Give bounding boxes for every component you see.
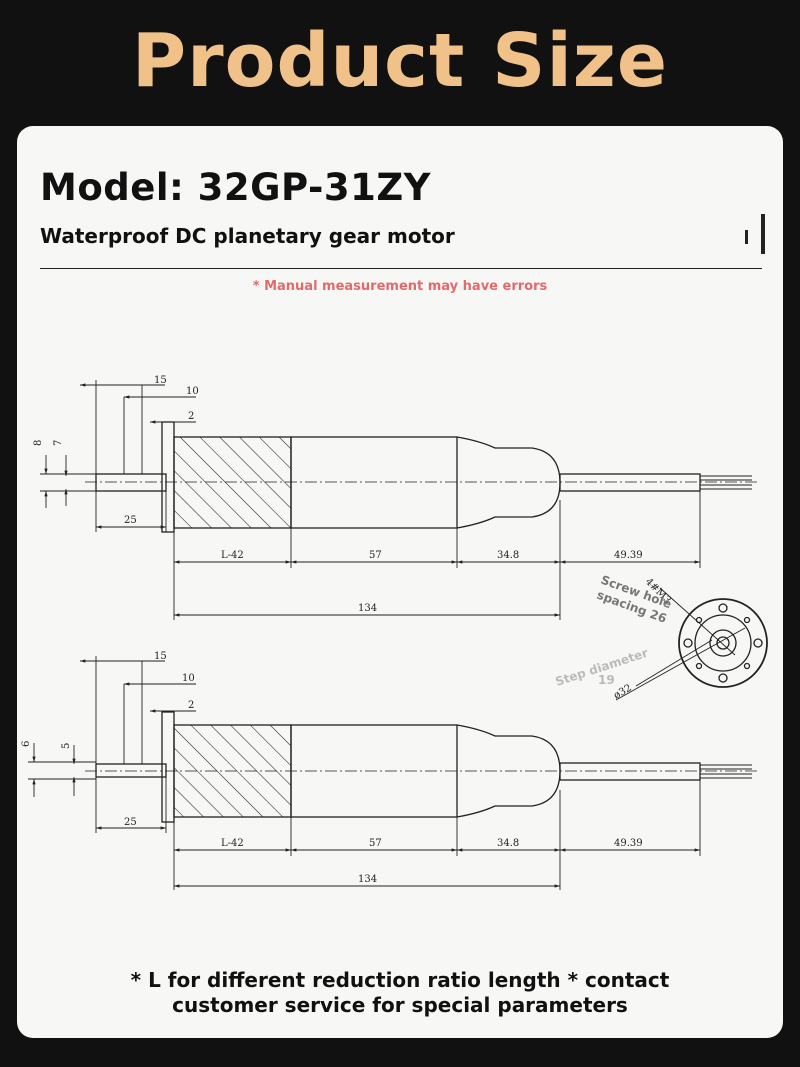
page-title: Product Size — [131, 18, 669, 104]
dim-label: 57 — [369, 838, 382, 849]
dim-label: 134 — [358, 603, 377, 614]
motor-body — [290, 436, 458, 529]
dim-label: 57 — [369, 550, 382, 561]
dim-label: 49.39 — [614, 550, 643, 561]
screw-hole — [753, 638, 763, 648]
dim-label: 15 — [154, 651, 167, 662]
measurement-note: * Manual measurement may have errors — [252, 279, 548, 294]
dim-label: L-42 — [221, 838, 244, 849]
dim-label: 34.8 — [497, 550, 519, 561]
dim-label: 6 — [21, 741, 32, 747]
end-view-labels: 4#M3 Screw hole spacing 26 Step diameter… — [554, 573, 674, 702]
output-shaft — [95, 473, 167, 492]
dim-label: 2 — [188, 411, 194, 422]
dim-label: 10 — [186, 386, 199, 397]
outer-diameter-label: ø32 — [612, 683, 634, 702]
output-shaft — [95, 763, 167, 778]
dim-label: 7 — [53, 440, 64, 446]
motor-end-view — [615, 587, 768, 701]
screw-hole — [718, 673, 728, 683]
mounting-flange — [161, 711, 175, 823]
screw-hole — [683, 638, 693, 648]
motor-side-view-bottom — [85, 711, 760, 823]
dim-label: 15 — [154, 375, 167, 386]
dim-label: L-42 — [221, 550, 244, 561]
motor-side-view-top — [85, 421, 760, 533]
dimensions-bottom — [28, 656, 701, 890]
dim-label: 8 — [33, 440, 44, 446]
model-title: Model: 32GP-31ZY — [40, 166, 431, 209]
product-subtitle: Waterproof DC planetary gear motor — [40, 224, 455, 248]
mounting-flange — [161, 421, 175, 533]
dim-label: 25 — [124, 817, 137, 828]
product-card: Model: 32GP-31ZY Waterproof DC planetary… — [17, 126, 783, 1038]
cable — [559, 473, 701, 492]
cable — [559, 762, 701, 781]
dim-label: 134 — [358, 874, 377, 885]
dim-label: 25 — [124, 515, 137, 526]
gearbox-hatched — [173, 436, 292, 529]
screw-hole — [718, 603, 728, 613]
dim-label: 2 — [188, 700, 194, 711]
dim-label: 5 — [61, 743, 72, 749]
step-diameter-value: 19 — [598, 673, 615, 687]
dimension-labels-bottom: 15 10 2 6 5 25 L-42 57 34.8 49.39 134 — [21, 651, 643, 885]
decorative-marks — [745, 214, 765, 254]
rear-cap — [456, 436, 561, 529]
dim-label: 34.8 — [497, 838, 519, 849]
dimensions-top — [40, 380, 701, 620]
dimension-labels-top: 15 10 2 8 7 25 L-42 57 34.8 49.39 134 — [33, 375, 643, 614]
dim-label: 10 — [182, 673, 195, 684]
dim-label: 49.39 — [614, 838, 643, 849]
footer-note: * L for different reduction ratio length… — [130, 968, 670, 1017]
header-divider — [40, 268, 762, 269]
